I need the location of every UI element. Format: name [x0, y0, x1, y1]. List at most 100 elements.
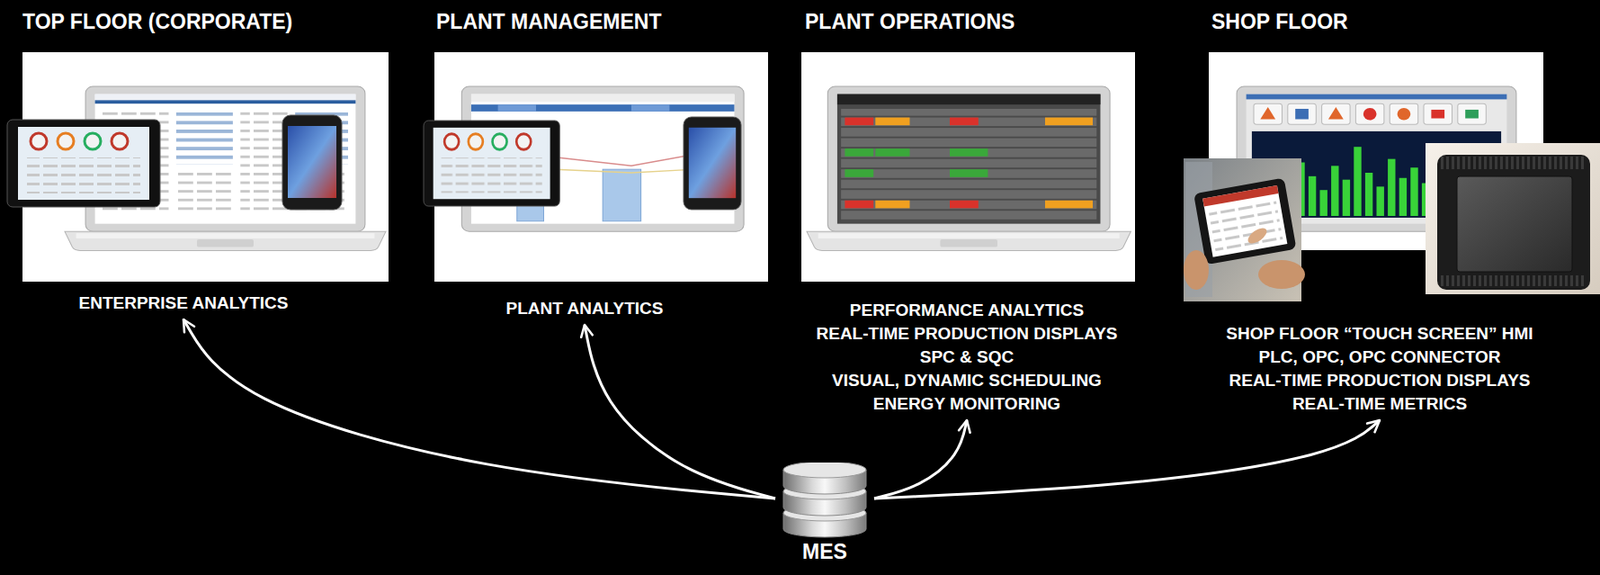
corporate-picture-part-part	[95, 94, 357, 101]
plant-management-picture-part-part	[471, 104, 735, 112]
flow-arrow	[874, 420, 1380, 499]
database-disc	[783, 462, 867, 494]
corporate-picture-part	[7, 119, 161, 207]
shop-floor-picture-part-part	[1397, 107, 1412, 120]
plant-management-picture-part-part	[688, 127, 736, 198]
hmi-device-photo-part	[1456, 176, 1573, 272]
shop-floor-picture-part-part	[1320, 189, 1328, 216]
shop-floor-picture-part-part	[1465, 109, 1479, 119]
plant-operations-picture-part-part	[827, 86, 1110, 232]
plant-operations-picture-part-part	[875, 148, 910, 157]
plant-operations-picture-part-part	[949, 200, 979, 209]
corporate-picture-part-part	[287, 125, 337, 198]
plant-operations-picture-part-part	[875, 200, 910, 209]
feature-line: REAL-TIME PRODUCTION DISPLAYS	[1229, 368, 1531, 393]
plant-operations-picture-part-part	[939, 239, 998, 248]
corporate-picture-part-part	[240, 110, 288, 215]
feature-line: REAL-TIME PRODUCTION DISPLAYS	[816, 321, 1118, 346]
shop-floor-picture-part-part	[1387, 159, 1395, 216]
feature-line: SPC & SQC	[920, 345, 1015, 369]
plant-operations-picture	[801, 52, 1136, 282]
shop-floor-picture-part-part	[1331, 165, 1339, 216]
column-panel: SHOP FLOORSHOP FLOOR “TOUCH SCREEN” HMIP…	[1199, 8, 1560, 416]
shop-floor-picture-part-part	[1423, 103, 1453, 125]
corporate-picture-part-part	[26, 157, 141, 194]
shop-floor-picture-part-part	[1322, 103, 1351, 125]
corporate-picture-part-part	[17, 126, 150, 200]
shop-floor-picture-part-part	[1253, 103, 1283, 125]
plant-operations-picture-part-part	[949, 148, 988, 157]
shop-floor-picture-part-part	[1363, 107, 1377, 120]
shop-floor-picture-part-part	[1355, 103, 1385, 125]
shop-floor-picture-part-part	[1410, 167, 1418, 216]
plant-operations-picture-part-part	[806, 231, 1131, 251]
shop-floor-picture-part-part	[1457, 103, 1486, 125]
plant-management-picture-part-part	[683, 116, 742, 210]
feature-list: PLANT ANALYTICS	[413, 296, 756, 321]
plant-operations-picture-part-part	[1045, 200, 1093, 209]
database-cylinder	[779, 462, 870, 540]
column-heading: TOP FLOOR (CORPORATE)	[22, 8, 293, 35]
plant-management-picture-part-part	[631, 104, 670, 112]
plant-management-picture-part-part	[516, 134, 531, 151]
plant-management-picture-part-part	[498, 104, 537, 112]
shop-floor-picture-part-part	[1295, 108, 1309, 120]
flow-arrow	[584, 324, 776, 499]
plant-operations-picture-part	[801, 52, 1136, 282]
shop-floor-picture-part-part	[1328, 107, 1344, 119]
corporate-picture-part	[22, 52, 389, 282]
tablet-photo-part	[1245, 224, 1270, 247]
hmi-device-photo-part	[1440, 275, 1587, 287]
column-panel: PLANT MANAGEMENTPLANT ANALYTICS	[413, 8, 756, 321]
plant-operations-picture-part-part	[844, 200, 874, 209]
plant-operations-picture-part-part	[837, 94, 1101, 224]
plant-management-picture-part-part	[433, 127, 551, 199]
shop-floor-picture-part-part	[1399, 178, 1407, 216]
plant-management-picture-part-part	[602, 169, 641, 222]
plant-management-picture-part	[683, 116, 742, 210]
corporate-picture-part-part	[196, 239, 254, 248]
corporate-picture-part-part	[30, 133, 47, 150]
plant-operations-picture-part	[806, 86, 1131, 251]
flow-arrow	[183, 319, 776, 499]
plant-operations-picture-part-part	[949, 169, 988, 178]
corporate-picture-part	[282, 115, 342, 210]
node-label: MES	[769, 539, 880, 564]
column-heading: PLANT OPERATIONS	[804, 8, 1015, 35]
tablet-photo-part	[1183, 250, 1209, 290]
plant-management-picture-part-part	[423, 120, 560, 206]
plant-management-picture-part-part	[444, 134, 459, 151]
corporate-picture-part-part	[95, 99, 357, 104]
shop-floor-picture-part-part	[1308, 176, 1316, 216]
picture-gap	[413, 34, 756, 297]
feature-line: PLC, OPC, OPC CONNECTOR	[1259, 345, 1502, 369]
plant-management-picture-part-part	[471, 94, 735, 103]
feature-line: SHOP FLOOR “TOUCH SCREEN” HMI	[1225, 321, 1533, 346]
shop-floor-picture-part-part	[1430, 109, 1445, 119]
plant-operations-picture-part-part	[949, 117, 979, 126]
shop-floor-picture-part-part	[1353, 146, 1361, 216]
corporate-picture-part-part	[176, 170, 233, 215]
plant-management-picture-part-part	[468, 134, 483, 151]
feature-line: PLANT ANALYTICS	[506, 296, 664, 321]
plant-management-picture-part	[423, 120, 560, 206]
tablet-photo-part	[1193, 178, 1297, 265]
plant-operations-picture-part-part	[837, 94, 1101, 106]
corporate-picture-part-part	[76, 232, 376, 239]
hmi-device-photo	[1425, 143, 1600, 295]
corporate-picture-part-part	[84, 133, 101, 150]
plant-management-picture	[423, 52, 769, 282]
shop-floor-picture	[1183, 52, 1600, 302]
plant-operations-picture-part-part	[844, 148, 874, 157]
plant-operations-picture-part-part	[840, 108, 1097, 222]
feature-line: REAL-TIME METRICS	[1292, 392, 1467, 416]
picture-gap	[1199, 34, 1560, 322]
column-panel: PLANT OPERATIONSPERFORMANCE ANALYTICSREA…	[786, 8, 1147, 416]
shop-floor-picture-part-part	[1287, 103, 1317, 125]
flow-arrow	[874, 420, 967, 499]
corporate-picture-part-part	[57, 133, 74, 150]
corporate-picture-part-part	[176, 112, 233, 165]
disc-top	[783, 462, 867, 478]
hmi-device-photo-part	[1437, 154, 1591, 290]
